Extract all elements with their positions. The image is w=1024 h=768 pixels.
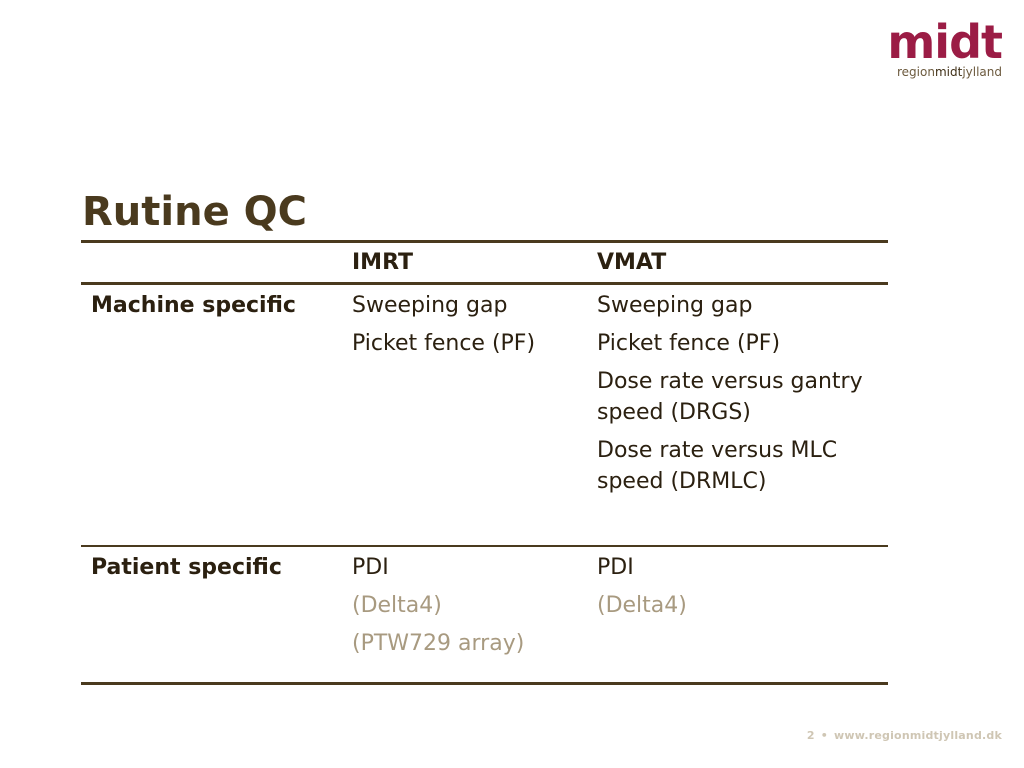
footer-url: www.regionmidtjylland.dk [833,729,1002,742]
cell-item: PDI [352,555,389,580]
header-vmat: VMAT [597,250,667,275]
table-header-row: IMRT VMAT [81,243,888,282]
slide-title: Rutine QC [82,189,307,235]
slide-footer: 2 • www.regionmidtjylland.dk [807,729,1002,742]
footer-separator: • [820,729,828,742]
cell-item: Sweeping gap [597,293,753,318]
cell-item: PDI [597,555,634,580]
cell-item: Dose rate versus MLC speed (DRMLC) [597,438,838,494]
logo-sub-middle: midt [934,65,963,79]
cell-item: Picket fence (PF) [597,331,781,356]
table-bottom-rule [81,682,888,685]
cell-item: (Delta4) [352,593,442,618]
region-midt-logo: midt regionmidtjylland [880,15,1003,80]
imrt-cell: PDI (Delta4) (PTW729 array) [341,547,586,682]
logo-mark: midt [887,15,1003,69]
logo-sub-suffix: jylland [962,65,1002,79]
row-label-cell: Patient specific [81,547,341,682]
logo-subtitle: regionmidtjylland [880,64,1002,80]
cell-item: Dose rate versus gantry speed (DRGS) [597,369,863,425]
table-row-rule [81,545,888,547]
table-top-rule [81,240,888,243]
table-header-rule [81,282,888,285]
vmat-cell: PDI (Delta4) [586,547,888,682]
logo-sub-prefix: region [897,65,935,79]
header-imrt: IMRT [352,250,414,275]
table-row: Patient specific PDI (Delta4) (PTW729 arra… [81,547,888,682]
row-label: Machine specific [91,293,296,318]
cell-item: (Delta4) [597,593,687,618]
cell-item: Picket fence (PF) [352,331,536,356]
row-label: Patient specific [91,555,282,580]
row-label-cell: Machine specific [81,285,341,545]
cell-item: Sweeping gap [352,293,508,318]
cell-item: (PTW729 array) [352,631,525,656]
page-number: 2 [806,729,815,742]
